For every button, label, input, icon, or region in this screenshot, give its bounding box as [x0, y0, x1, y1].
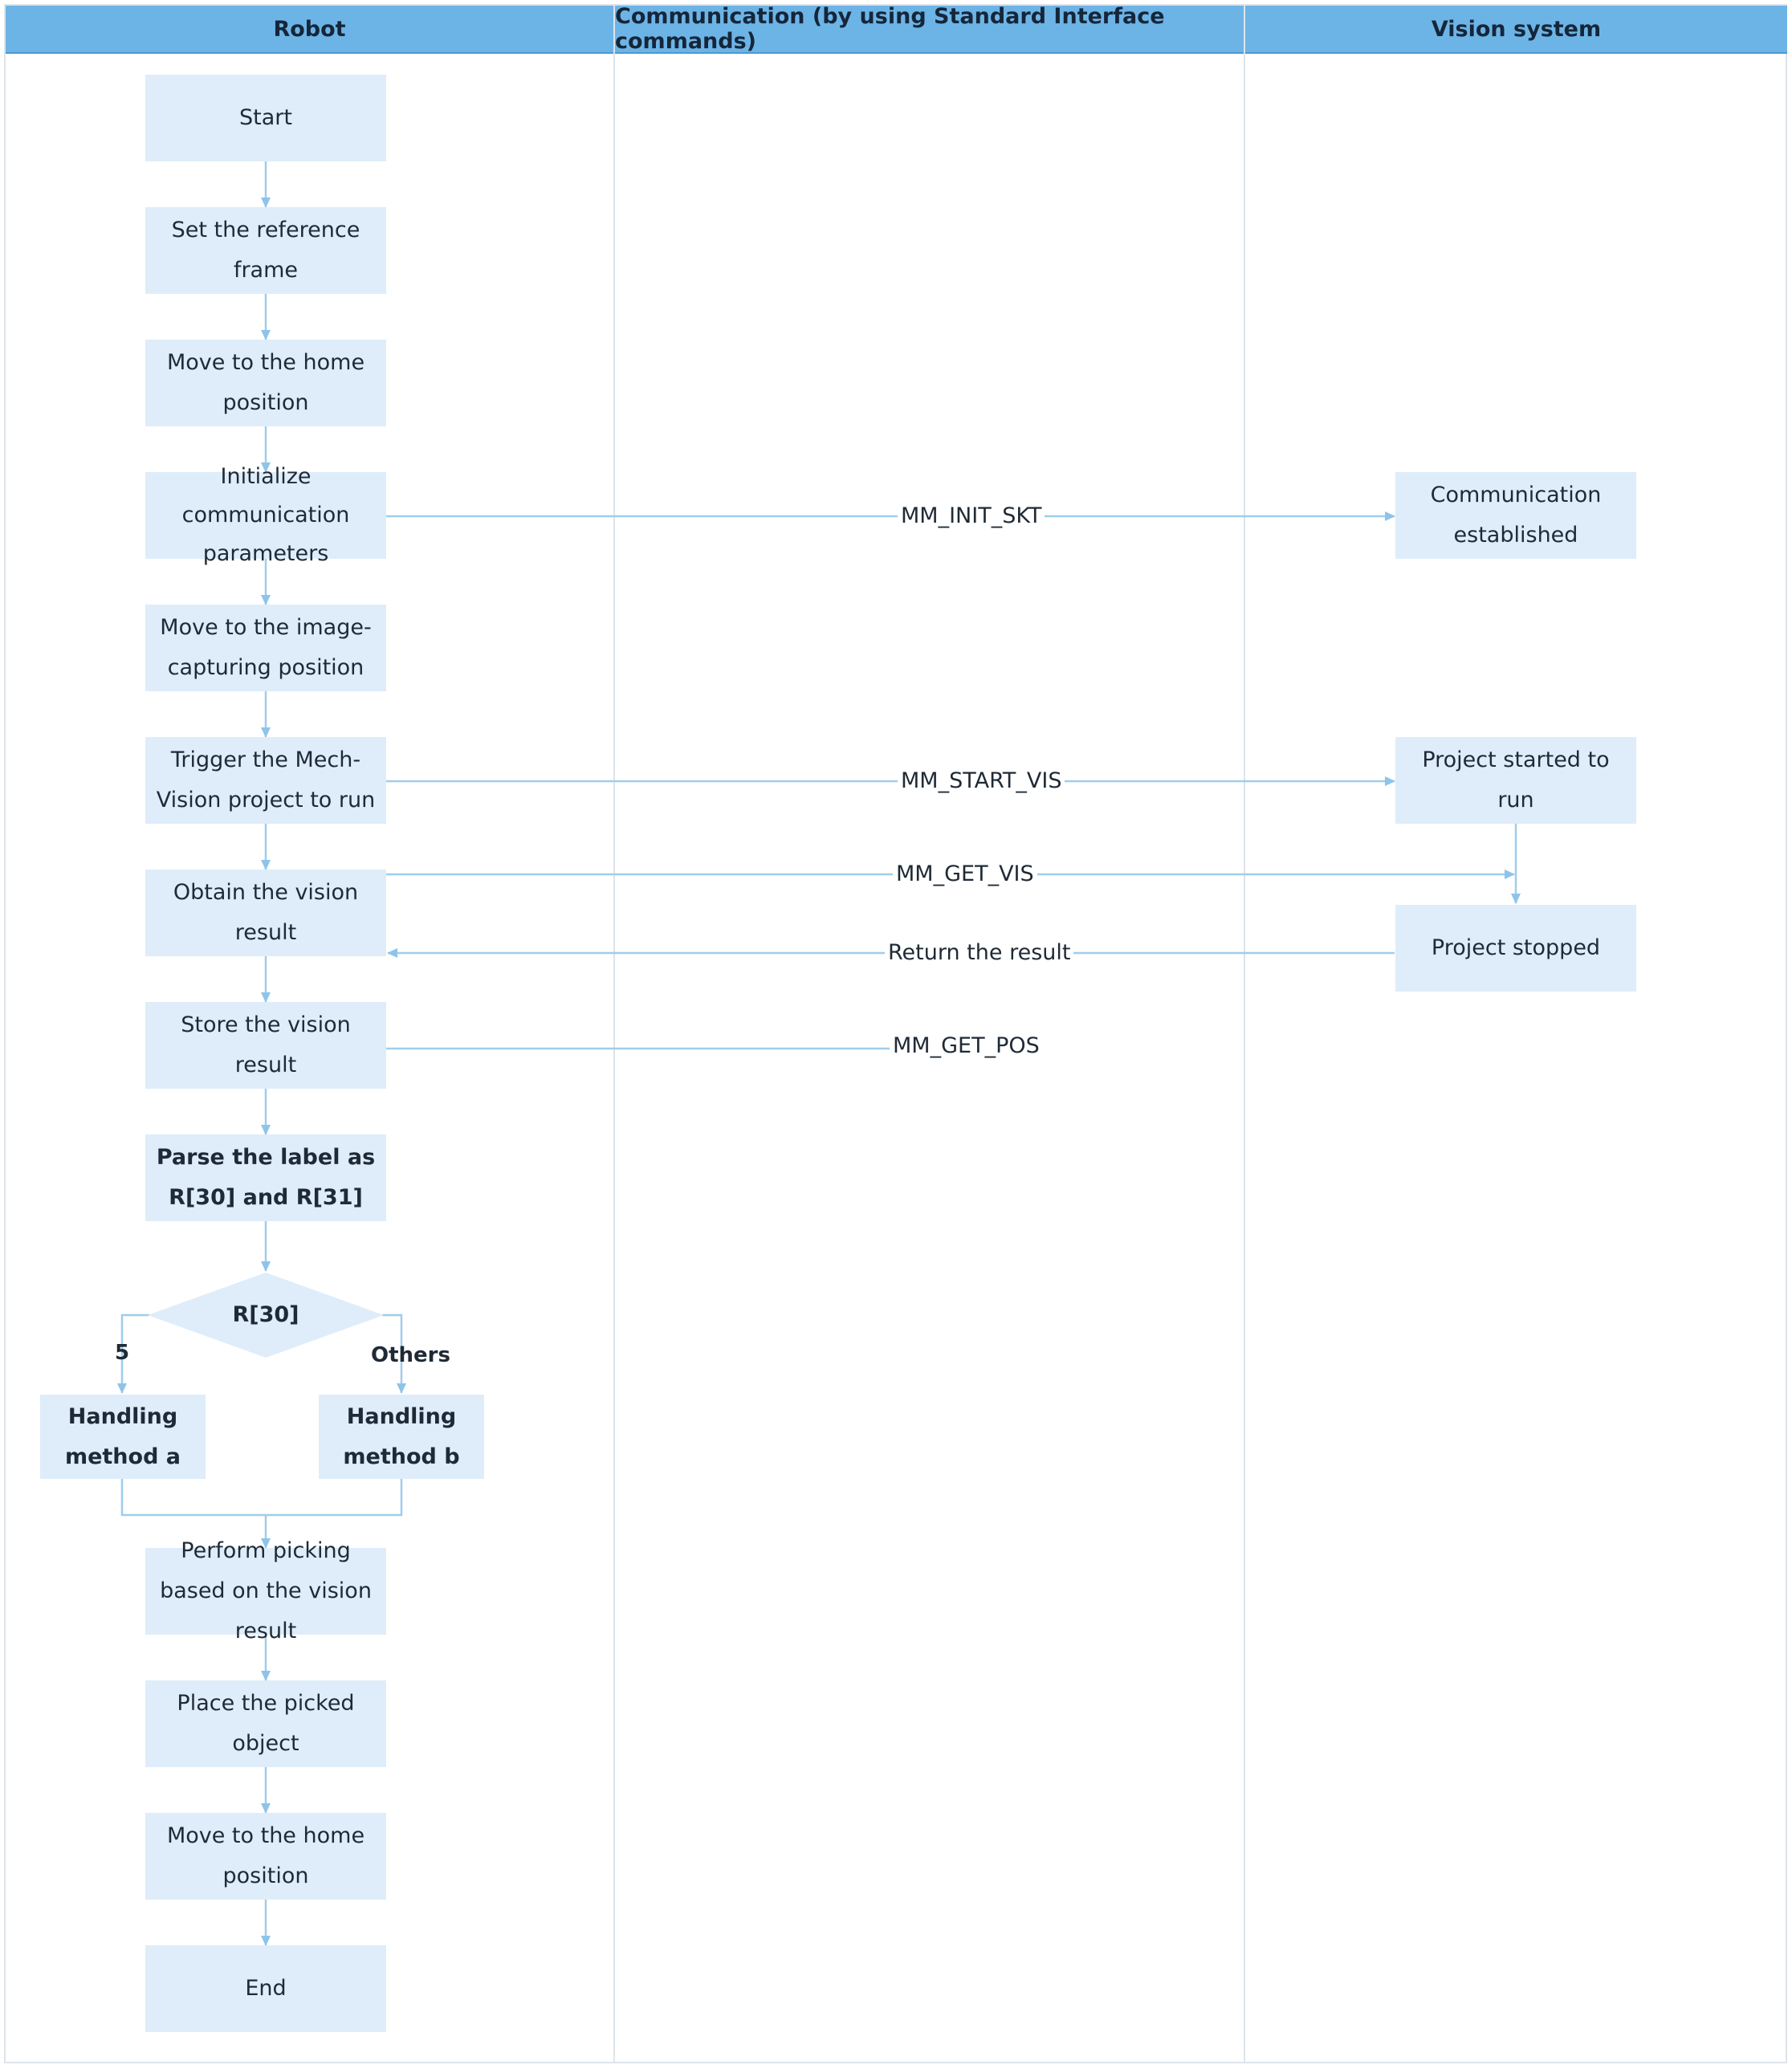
branch-label-right: Others: [371, 1343, 450, 1367]
step-place-object: Place the picked object: [145, 1680, 386, 1767]
decision-diamond: [148, 1273, 384, 1358]
step-move-capture-position: Move to the image-capturing position: [145, 605, 386, 691]
step-store-vision-result: Store the vision result: [145, 1002, 386, 1089]
decision-label: R[30]: [232, 1302, 299, 1327]
step-handling-method-b: Handling method b: [319, 1395, 484, 1479]
lane-header-vision: Vision system: [1245, 6, 1787, 54]
lane-divider: [1244, 6, 1245, 2063]
step-move-home-final: Move to the home position: [145, 1813, 386, 1900]
step-obtain-vision-result: Obtain the vision result: [145, 870, 386, 956]
msg-init-skt-label: MM_INIT_SKT: [898, 503, 1045, 530]
lane-header-robot: Robot: [6, 6, 613, 54]
vision-communication-established: Communication established: [1395, 472, 1636, 559]
step-move-home: Move to the home position: [145, 340, 386, 426]
msg-get-pos-label: MM_GET_POS: [890, 1032, 1043, 1060]
branch-right-connector: [382, 1313, 406, 1394]
branch-left-connector: [117, 1313, 149, 1394]
msg-start-vis-label: MM_START_VIS: [898, 768, 1065, 795]
step-start: Start: [145, 75, 386, 161]
step-trigger-project: Trigger the Mech-Vision project to run: [145, 737, 386, 824]
msg-get-vis-label: MM_GET_VIS: [893, 861, 1037, 888]
lane-divider: [613, 6, 615, 2063]
step-perform-picking: Perform picking based on the vision resu…: [145, 1538, 386, 1643]
vision-project-started: Project started to run: [1395, 737, 1636, 824]
msg-return-result-label: Return the result: [885, 939, 1074, 967]
merge-connector: [120, 1479, 403, 1517]
step-initialize-communication: Initialize communication parameters: [145, 464, 386, 566]
step-handling-method-a: Handling method a: [40, 1395, 206, 1479]
lane-header-communication: Communication (by using Standard Interfa…: [615, 4, 1244, 54]
step-set-reference-frame: Set the reference frame: [145, 207, 386, 294]
step-parse-label: Parse the label as R[30] and R[31]: [145, 1134, 386, 1221]
vision-project-stopped: Project stopped: [1395, 905, 1636, 992]
branch-label-left: 5: [115, 1341, 130, 1365]
step-end: End: [145, 1945, 386, 2032]
diagram-frame: [4, 4, 1787, 2063]
